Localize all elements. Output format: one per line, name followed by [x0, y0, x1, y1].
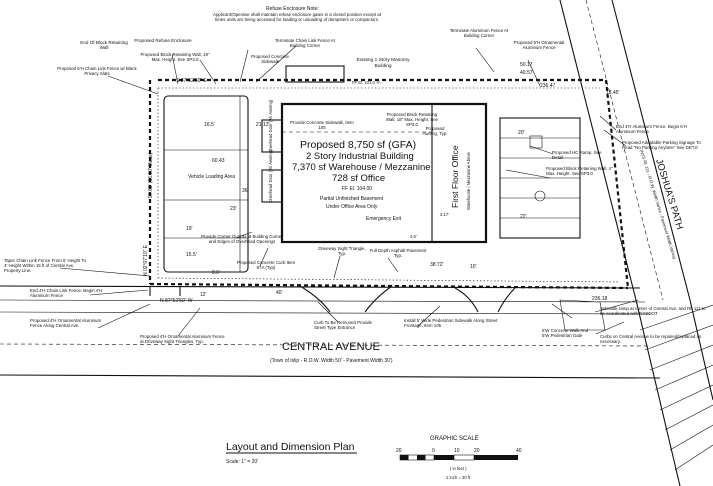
graphic-scale: GRAPHIC SCALE 20 0 10 20 40 ( in feet ) …: [396, 436, 522, 480]
refuse-note-body-wrap: Applicant/Operator shall maintain refuse…: [213, 12, 381, 23]
scale-ratio: 1 inch = 20 ft.: [446, 475, 471, 480]
taper-fence-label: Taper Chain Link Fence From 6' Height To…: [4, 258, 87, 274]
existing-ff-label: FF El. 101.0 +/-: [352, 80, 382, 85]
end-aluminum-label: End 4'H Aluminum Fence. Begin 6'H Alumin…: [616, 124, 687, 135]
central-avenue-sub-label: (Town of Islip - R.O.W. Width 50' - Pave…: [270, 358, 393, 364]
top-length: 236.47: [540, 83, 556, 89]
ornamental-4-sight-label: Proposed 4'H Ornamental Aluminum Fence a…: [140, 334, 225, 345]
proposed-type-label: 2 Story Industrial Building: [306, 151, 414, 162]
concrete-sidewalk-top-label: Proposed Concrete Sidewalk: [251, 54, 289, 65]
awning-label: Proposed Awning, Typ.: [422, 126, 448, 137]
scale-unit: ( in feet ): [450, 466, 467, 471]
emergency-exit-label: Emergency Exit: [366, 216, 402, 222]
dim-10: 10': [470, 264, 477, 270]
curb-removed-label: Curb To Be Removed Provide Street Type E…: [314, 320, 373, 331]
block-wall-4-label: Proposed Block Retaining Wall, 4" Max. H…: [546, 166, 613, 177]
existing-building-outline: [285, 65, 345, 83]
joshuas-path-road: [559, 0, 713, 486]
plan-scale: Scale: 1" = 20': [226, 459, 258, 465]
scale-tick-1: 0: [432, 448, 435, 454]
dim-50-17: 50.17: [520, 62, 533, 68]
block-wall-right-label: Proposed Block Retaining Wall, 18" Max. …: [385, 112, 439, 128]
proposed-area-label: Proposed 8,750 sf (GFA): [300, 139, 416, 151]
dim-40-57: 40.57: [520, 70, 533, 76]
bearing-bottom: N 87°52'50" W: [160, 298, 193, 304]
basement-label: Partial Unfinished Basement: [320, 196, 384, 202]
central-avenue-road: [0, 285, 661, 379]
overhead-door-1-label: Overhead Door (W/ Awning): [268, 99, 273, 152]
curbs-note-label: Curbs on Central Avenue to be repaired/r…: [600, 334, 702, 345]
scale-tick-4: 40: [516, 448, 522, 454]
dim-21-13: 21.13': [256, 122, 270, 128]
corner-guards-label: Provide Corner Guards at Building Corner…: [201, 234, 283, 245]
walk-note-label: 5'W Concrete Walk And 5'W Pedestrian Gat…: [542, 328, 589, 339]
first-floor-office-label: First Floor Office: [450, 145, 460, 208]
scale-tick-2: 10: [454, 448, 460, 454]
bottom-length: 236.18: [592, 296, 608, 302]
property-lines: [148, 78, 630, 290]
dim-3-17: 3.17': [440, 212, 449, 217]
end-chain-link-label: End 4'H Chain Link Fence. Begin 4'H Alum…: [30, 288, 103, 299]
dim-60-43: 60.43: [212, 158, 225, 164]
scale-tick-0: 20: [396, 448, 402, 454]
office-label: 728 sf Office: [332, 173, 385, 184]
ff-label: FF El. 104.00: [342, 186, 372, 192]
block-wall-top-label: Proposed Block Retaining Wall, 18" Max. …: [140, 52, 210, 63]
mezzanine-note-label: Warehouse / Mezzanine Above: [466, 152, 471, 210]
dim-36: 36': [242, 188, 249, 194]
parking-lot: [163, 95, 249, 273]
scale-tick-3: 20: [474, 448, 480, 454]
plan-title: Layout and Dimension Plan: [226, 441, 355, 453]
overhead-door-2-label: Overhead Door (W/ Awning): [268, 149, 273, 202]
full-depth-label: Full Depth Asphalt Pavement Typ.: [369, 248, 427, 259]
hc-ramp-label: Proposed HC Ramp. See Detail: [552, 150, 602, 161]
central-avenue-label: CENTRAL AVENUE: [282, 341, 380, 353]
proposed-building: [261, 102, 488, 244]
dim-22: 22': [520, 214, 527, 220]
dim-19: 19': [186, 226, 193, 232]
dim-15-5: 15.5': [186, 252, 197, 258]
terminate-aluminum-label: Terminate Aluminum Fence At Building Cor…: [449, 28, 509, 39]
loading-area-label: Vehicle Loading Area: [188, 174, 235, 180]
dim-23: 23': [230, 206, 237, 212]
dim-40: 40': [276, 290, 283, 296]
dim-12: 12': [200, 292, 207, 298]
dim-8-6: 8.6': [212, 270, 220, 276]
left-width: 97.65' (96.00' Meas): [148, 152, 154, 198]
ramp-note-label: Sidewalk ramp at corner of Central Ave. …: [600, 306, 706, 317]
chain-link-corner-label: Terminate Chain Link Fence At Building C…: [275, 38, 335, 49]
ada-signage-label: Proposed Adaptable Parking Signage To Re…: [622, 140, 701, 151]
refuse-enclosure-label: Proposed Refuse Enclosure: [134, 38, 192, 43]
end-of-block-label: End Of Block Retaining Wall: [80, 40, 128, 51]
leader-lines: [59, 45, 639, 337]
ornamental-4-central-label: Proposed 4'H Ornamental Aluminum Fence A…: [30, 318, 102, 329]
bearing-top: S 87°52'50" E: [176, 78, 208, 84]
curb-97a-label: Proposed Concrete Curb Item 97A (Typ): [236, 260, 296, 271]
graphic-scale-label: GRAPHIC SCALE: [430, 436, 479, 442]
dim-4-5: 4.5': [410, 234, 417, 239]
dim-16-5: 16.5': [204, 122, 215, 128]
install-sidewalk-label: Install 5' Wide Pedestrian Sidewalk Alon…: [404, 318, 498, 329]
dim-18-45: 18.45': [606, 90, 620, 96]
basement-note-label: Under Office Area Only: [326, 204, 378, 210]
dim-20: 20': [518, 130, 525, 136]
warehouse-label: 7,370 sf Warehouse / Mezzanine: [292, 162, 431, 173]
ornamental-6-label: Proposed 6'H Ornamental Aluminum Fence: [513, 40, 565, 51]
existing-building-label: Existing 1 Story Masonry Building: [356, 58, 410, 69]
fences: [157, 87, 621, 283]
sidewalk-105-label: Provide Concrete Sidewalk, Item 105: [290, 120, 354, 131]
sight-triangle-label: Driveway Sight Triangle, Typ.: [318, 246, 366, 257]
refuse-note-title: Refuse Enclosure Note:: [266, 6, 319, 12]
right-parking: [499, 117, 581, 239]
left-bearing: N 02°07'10" E: [143, 244, 149, 276]
dim-38-72: 38.72': [430, 262, 444, 268]
chain-link-privacy-label: Proposed 6'H Chain Link Fence w/ Black P…: [57, 66, 137, 77]
refuse-note-body: Applicant/Operator shall maintain refuse…: [213, 12, 381, 23]
